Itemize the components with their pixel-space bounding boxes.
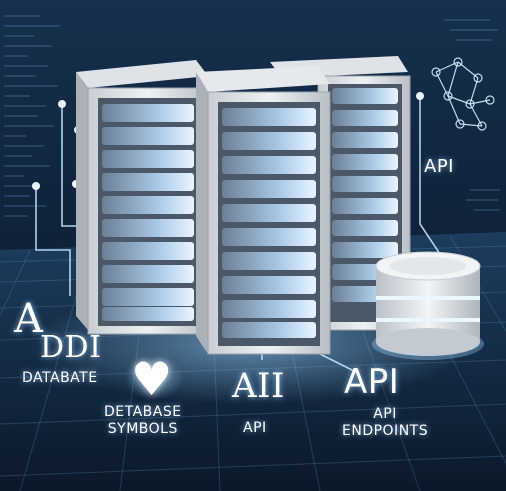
label-api-endpoints-line2: ENDPOINTS — [342, 423, 429, 439]
network-graph-icon — [431, 57, 495, 131]
label-database-symbols-line2: SYMBOLS — [107, 421, 178, 437]
database-cylinder-icon — [372, 251, 484, 360]
label-api-big: API — [344, 362, 400, 402]
drive-bays-center — [222, 108, 316, 338]
label-api-small: API — [243, 420, 267, 436]
label-ddi: DDI — [40, 330, 102, 365]
label-database: DATABATE — [22, 370, 98, 386]
label-aii: AII — [232, 366, 285, 406]
code-background — [4, 15, 500, 217]
label-database-symbols: DETABASE SYMBOLS — [104, 404, 182, 438]
drive-bays-left — [102, 104, 194, 321]
label-api-endpoints-line1: API — [373, 406, 397, 422]
drive-bays-right — [332, 88, 398, 302]
label-database-symbols-line1: DETABASE — [104, 404, 182, 420]
label-api-endpoints: API ENDPOINTS — [342, 406, 428, 440]
label-api-top: API — [424, 156, 454, 177]
label-big-a: A — [14, 296, 44, 342]
heart-icon: ♥ — [131, 352, 173, 406]
